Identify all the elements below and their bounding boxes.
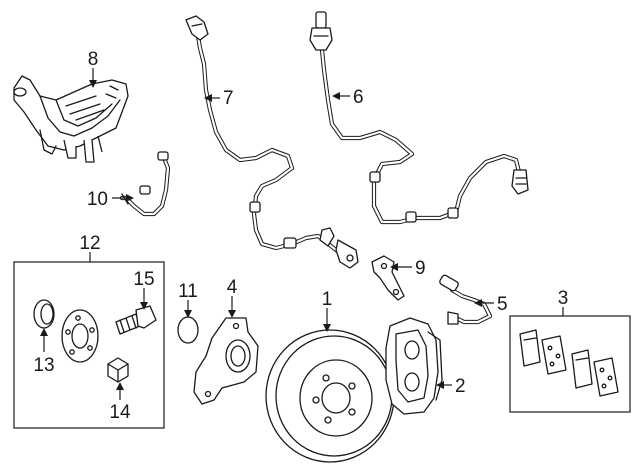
callout-6: 6 (353, 87, 364, 108)
callout-8: 8 (88, 49, 99, 70)
bolt-part-15 (115, 305, 157, 335)
callout-4: 4 (227, 277, 238, 298)
splash-shield-part-8 (13, 75, 129, 163)
brake-pads-part-3 (509, 315, 631, 413)
abs-harness-part-7 (185, 15, 359, 269)
brake-rotor-part-1 (265, 329, 395, 463)
callout-15: 15 (133, 269, 154, 290)
callout-7: 7 (223, 88, 234, 109)
callout-5: 5 (497, 294, 508, 315)
leader-lines (40, 68, 564, 400)
callout-14: 14 (109, 402, 131, 423)
bracket-part-9 (371, 255, 405, 301)
callout-labels: 8 7 6 10 9 5 3 12 15 13 14 11 4 1 2 (33, 49, 568, 423)
hub-kit-part-12 (13, 261, 165, 429)
abs-harness-part-6 (309, 11, 529, 225)
callout-13: 13 (33, 355, 54, 376)
callout-9: 9 (415, 258, 426, 279)
callout-1: 1 (322, 289, 333, 310)
callout-11: 11 (178, 281, 198, 302)
hub-kit-box (13, 261, 165, 429)
nut-part-14 (107, 357, 129, 383)
callout-12: 12 (79, 233, 100, 254)
pads-box (509, 315, 631, 413)
hub-flange (61, 309, 99, 363)
speed-sensor-part-5 (439, 274, 493, 325)
seal-part-13 (33, 299, 55, 329)
dust-shield-part-4 (193, 317, 259, 405)
callout-2: 2 (455, 376, 466, 397)
brake-caliper-part-2 (385, 317, 443, 415)
callout-3: 3 (558, 288, 569, 309)
oring-part-11 (177, 316, 199, 344)
callout-10: 10 (87, 189, 108, 210)
wear-sensor-part-10 (119, 151, 171, 217)
